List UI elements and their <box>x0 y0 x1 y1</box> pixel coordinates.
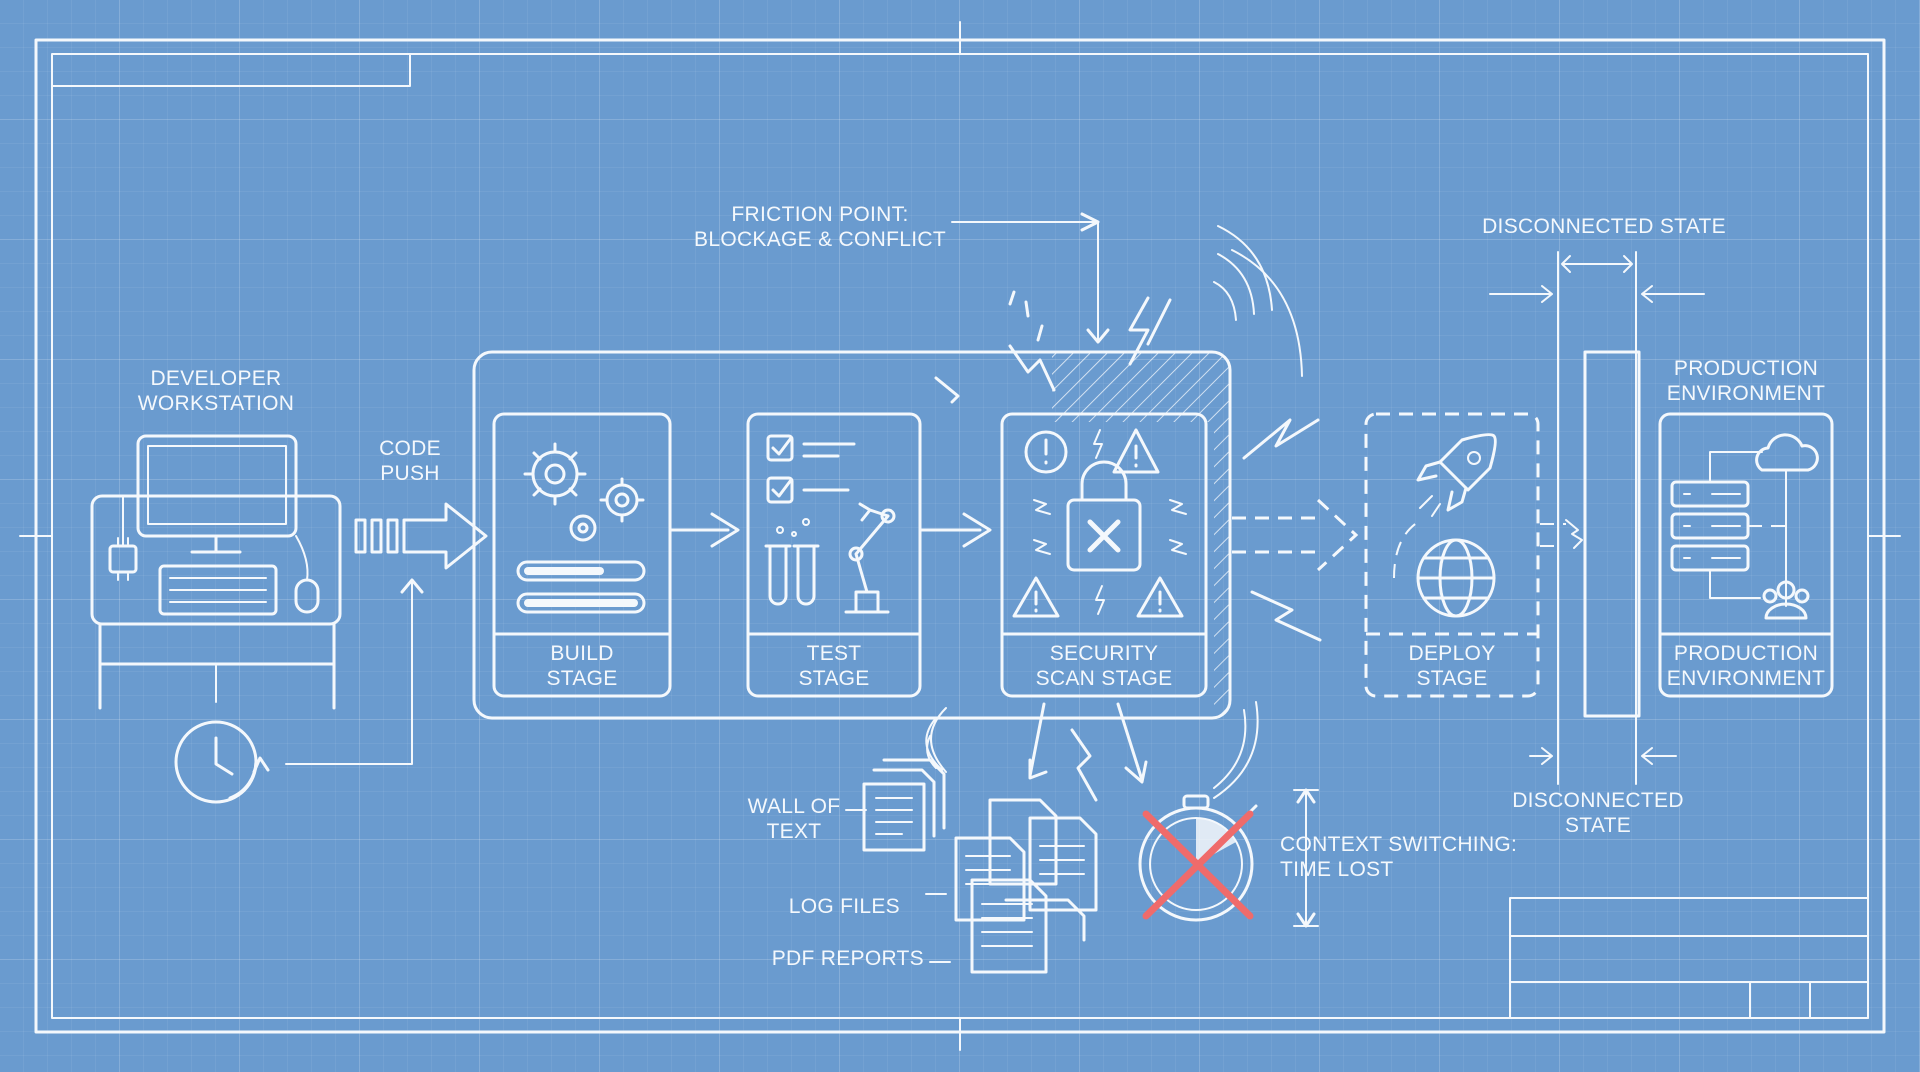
code-push-label: CODE PUSH <box>379 436 441 486</box>
progress-bars <box>516 560 646 614</box>
security-scan-card <box>1000 412 1208 698</box>
wall-of-text-doc-icon <box>862 758 946 852</box>
lock-icon <box>1066 460 1142 572</box>
context-switching-line1: CONTEXT SWITCHING: <box>1280 833 1518 856</box>
deploy-stage-card <box>1364 412 1540 698</box>
production-env-label-line2: ENVIRONMENT <box>1666 382 1826 405</box>
blueprint-frame <box>19 21 1901 1051</box>
build-stage-card <box>492 412 672 698</box>
warning-icon <box>1012 576 1060 618</box>
log-files-label: LOG FILES <box>788 895 900 918</box>
friction-label: FRICTION POINT: BLOCKAGE & CONFLICT <box>694 202 946 252</box>
test-tubes-icon <box>764 518 820 606</box>
deploy-stage-line1: DEPLOY <box>1408 642 1496 665</box>
disconnected-bottom-line1: DISCONNECTED <box>1512 789 1684 812</box>
deploy-stage-line2: STAGE <box>1416 667 1488 690</box>
security-stage-line1: SECURITY <box>1049 642 1159 665</box>
developer-workstation-icon <box>90 434 342 710</box>
spark-icon <box>1093 429 1103 459</box>
test-stage-line1: TEST <box>806 642 862 665</box>
context-switching-line2: TIME LOST <box>1280 858 1394 881</box>
title-block <box>1509 897 1869 1019</box>
workstation-label: DEVELOPER WORKSTATION <box>138 366 295 416</box>
warning-icon <box>1136 576 1184 618</box>
test-stage-card <box>746 412 922 698</box>
disconnected-bottom-line2: STATE <box>1564 814 1632 837</box>
cross-mark-icon <box>1142 810 1254 920</box>
log-files-doc-icon <box>954 798 1098 922</box>
rocket-icon <box>1416 433 1497 517</box>
chip-icon <box>108 544 138 574</box>
context-switching-label: CONTEXT SWITCHING: TIME LOST <box>1280 832 1517 882</box>
deploy-stage-label: DEPLOY STAGE <box>1409 641 1496 691</box>
friction-label-line2: BLOCKAGE & CONFLICT <box>694 228 946 251</box>
production-stage-line2: ENVIRONMENT <box>1666 667 1826 690</box>
build-stage-line2: STAGE <box>546 667 618 690</box>
wall-of-text-line2: TEXT <box>766 820 822 843</box>
code-push-arrow <box>354 502 488 570</box>
pdf-reports-label: PDF REPORTS <box>771 947 924 970</box>
server-stack-icon <box>1670 480 1750 572</box>
stopwatch-icon <box>1138 794 1258 922</box>
friction-pointer <box>951 212 1110 344</box>
code-push-label-line1: CODE <box>379 437 441 460</box>
output-documents <box>845 702 1148 974</box>
production-env-label-line1: PRODUCTION <box>1673 357 1819 380</box>
test-stage-label: TEST STAGE <box>798 641 869 691</box>
wall-of-text-label: WALL OF TEXT <box>748 794 841 844</box>
code-push-label-line2: PUSH <box>380 462 440 485</box>
robot-arm-icon <box>844 502 896 614</box>
arrow-build-to-test <box>668 512 740 548</box>
production-card <box>1658 412 1834 698</box>
warning-icon <box>1112 428 1160 474</box>
alert-circle-icon <box>1024 430 1068 474</box>
pdf-reports-doc-icon <box>970 878 1086 974</box>
cloud-icon <box>1709 433 1819 607</box>
time-lost-dimension <box>1293 788 1319 928</box>
gears-icon <box>523 442 645 542</box>
users-icon <box>1762 580 1810 620</box>
disconnected-state-bottom-label: DISCONNECTED STATE <box>1512 788 1684 838</box>
security-stage-line2: SCAN STAGE <box>1035 667 1173 690</box>
production-stage-label: PRODUCTION ENVIRONMENT <box>1667 641 1825 691</box>
test-stage-line2: STAGE <box>798 667 870 690</box>
friction-hatch <box>1052 352 1230 718</box>
disconnected-state-top-label: DISCONNECTED STATE <box>1482 215 1726 238</box>
friction-lightning <box>925 225 1322 802</box>
checklist-icon <box>766 434 856 504</box>
production-stage-line1: PRODUCTION <box>1673 642 1819 665</box>
workstation-label-line2: WORKSTATION <box>137 392 295 415</box>
globe-icon <box>1416 538 1496 618</box>
security-stage-label: SECURITY SCAN STAGE <box>1036 641 1173 691</box>
clock-cycle-icon <box>174 578 424 804</box>
dashed-flow-to-deploy <box>1232 498 1359 572</box>
build-stage-line1: BUILD <box>550 642 614 665</box>
arrow-test-to-security <box>918 512 992 548</box>
disconnect-wall <box>1489 251 1705 785</box>
friction-label-line1: FRICTION POINT: <box>731 203 909 226</box>
build-stage-label: BUILD STAGE <box>546 641 617 691</box>
wall-of-text-line1: WALL OF <box>747 795 841 818</box>
production-env-label: PRODUCTION ENVIRONMENT <box>1667 356 1825 406</box>
workstation-label-line1: DEVELOPER <box>150 367 282 390</box>
